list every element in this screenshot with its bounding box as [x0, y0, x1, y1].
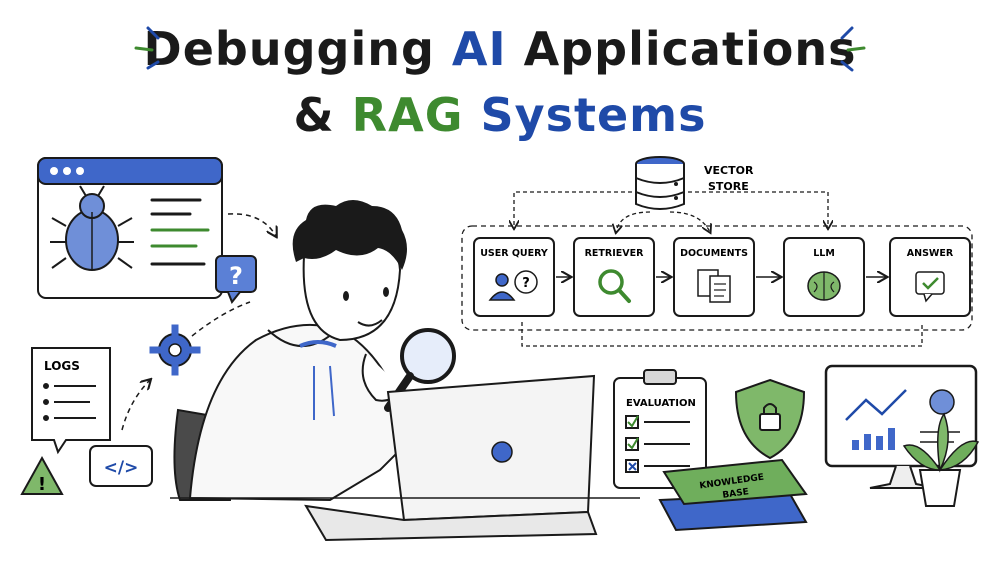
question-bubble-icon: ?: [215, 255, 257, 304]
database-icon: [635, 156, 685, 210]
vector-store: VECTOR STORE: [514, 156, 828, 232]
title-line-2: & RAG Systems: [0, 88, 1000, 142]
vector-store-label-1: VECTOR: [704, 164, 754, 177]
pipeline-step-label: RETRIEVER: [585, 248, 644, 259]
code-icon: </>: [89, 445, 153, 487]
pipeline-step-label: ANSWER: [907, 248, 954, 259]
warning-symbol: !: [38, 474, 46, 495]
pie-chart-icon: [929, 389, 955, 415]
pipeline-step-label: LLM: [813, 248, 835, 259]
bar-chart-icon: [852, 428, 895, 450]
pipeline-step: LLM: [783, 237, 865, 317]
magnifier-icon: [598, 269, 631, 303]
question-mark: ?: [229, 262, 243, 290]
title-rest-2: Systems: [463, 88, 707, 142]
title-line-1: Debugging AI Applications: [0, 22, 1000, 76]
laptop: [304, 374, 598, 542]
bug-icon: [50, 185, 134, 271]
pipeline-step: RETRIEVER: [573, 237, 655, 317]
feedback-loop: [521, 322, 923, 347]
title-rest-1: Applications: [506, 22, 857, 76]
code-symbol: </>: [104, 458, 139, 478]
shield-lock-icon: [734, 378, 806, 460]
logs-label: LOGS: [44, 359, 80, 373]
laptop-logo-icon: [491, 441, 513, 463]
knowledge-base-books: KNOWLEDGE BASE: [658, 458, 808, 532]
title-plain-1: Debugging: [143, 22, 452, 76]
check-bubble-icon: [915, 271, 945, 303]
pipeline-step-label: DOCUMENTS: [680, 248, 748, 259]
gear-icon: [149, 301, 251, 376]
title-accent-rag: RAG: [351, 88, 464, 142]
vector-store-label-2: STORE: [708, 180, 749, 193]
browser-window: [37, 157, 276, 299]
logs-note: LOGS: [31, 347, 150, 455]
books-label-2: BASE: [722, 487, 750, 501]
pipeline-step: ANSWER: [889, 237, 971, 317]
title-plain-2: &: [293, 88, 352, 142]
evaluation-clipboard: EVALUATION: [613, 369, 707, 489]
user-question-icon: ?: [488, 270, 538, 301]
pipeline-step: DOCUMENTS: [673, 237, 755, 317]
warning-icon: !: [20, 455, 64, 495]
pipeline-step: USER QUERY ?: [473, 237, 555, 317]
plant: [902, 412, 980, 507]
svg-text:?: ?: [522, 276, 530, 291]
title-accent-ai: AI: [451, 22, 507, 76]
title-sparkles: [134, 26, 866, 72]
pipeline-step-label: USER QUERY: [480, 248, 548, 259]
pipeline-steps: USER QUERY ? RETRIEVER DOCUMENTS LLM ANSW…: [473, 237, 971, 317]
pipeline-step-box: [573, 237, 655, 317]
brain-icon: [807, 271, 841, 301]
pipeline-frame: [461, 225, 973, 331]
documents-icon: [697, 269, 731, 303]
person-figure: [173, 200, 422, 502]
line-chart-icon: [845, 389, 907, 421]
evaluation-label: EVALUATION: [626, 398, 696, 409]
